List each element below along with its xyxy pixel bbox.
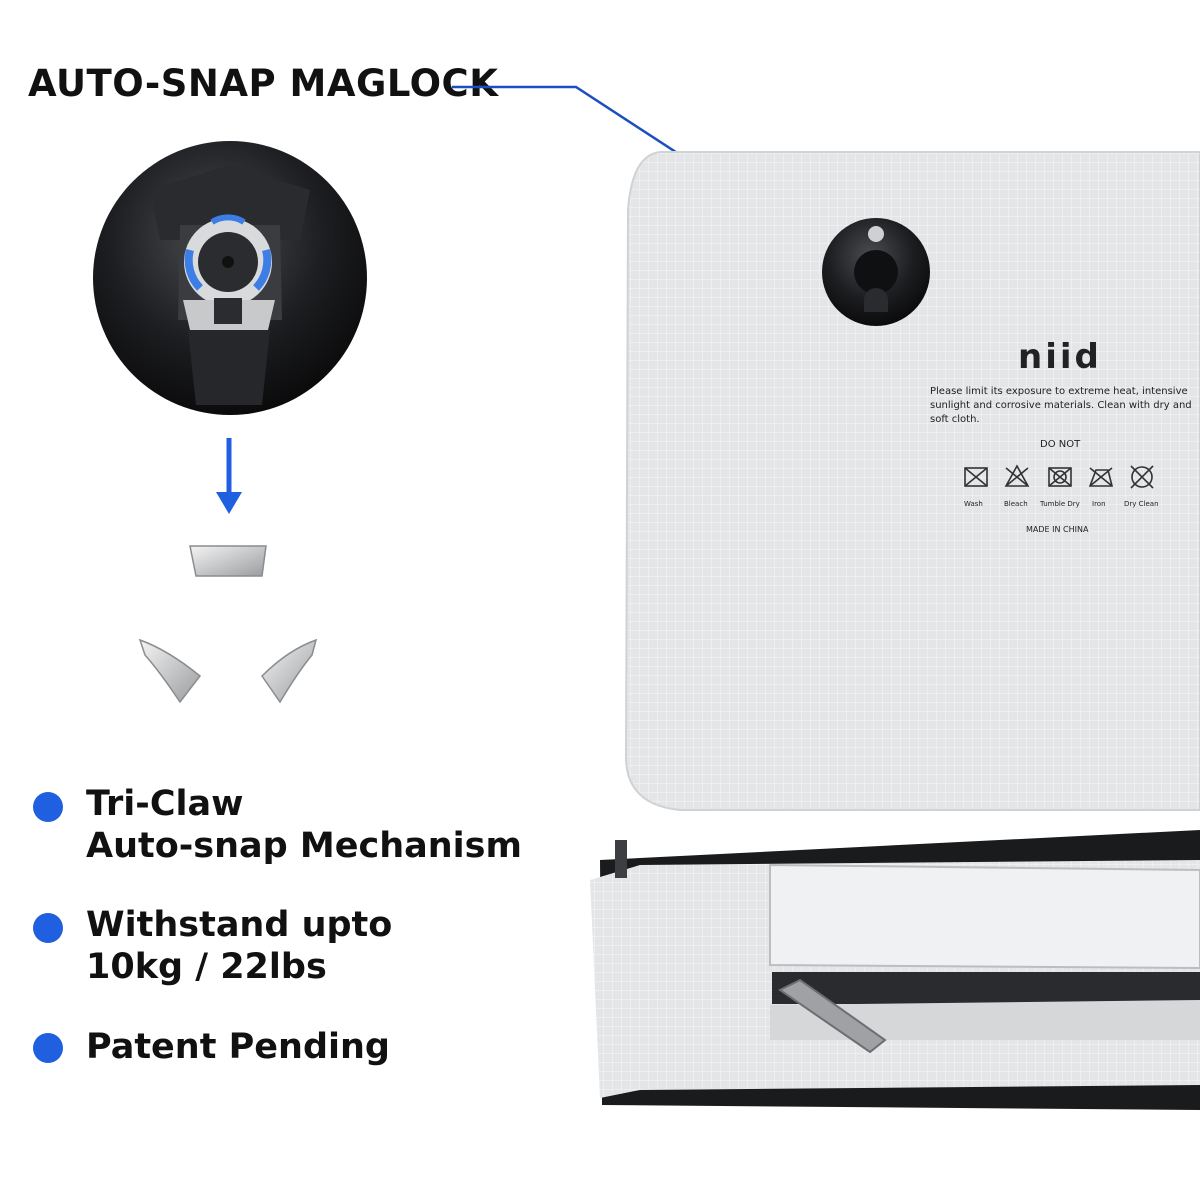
care-icon-label: Iron bbox=[1092, 500, 1106, 508]
care-icon-label: Bleach bbox=[1004, 500, 1028, 508]
care-icon-label: Dry Clean bbox=[1124, 500, 1159, 508]
feature-line: Patent Pending bbox=[86, 1027, 390, 1067]
section-heading: AUTO-SNAP MAGLOCK bbox=[28, 62, 499, 105]
lock-closeup bbox=[93, 141, 367, 415]
arrow-down-icon bbox=[216, 438, 242, 514]
feature-item: Withstand upto 10kg / 22lbs bbox=[86, 904, 392, 988]
tri-claw-parts bbox=[138, 545, 318, 704]
feature-item: Patent Pending bbox=[86, 1026, 390, 1068]
feature-line: Withstand upto bbox=[86, 905, 393, 945]
bullet-dot bbox=[33, 792, 63, 822]
care-icon-label: Wash bbox=[964, 500, 983, 508]
bag-image bbox=[590, 151, 1200, 1110]
feature-line: 10kg / 22lbs bbox=[86, 947, 327, 987]
feature-line: Auto-snap Mechanism bbox=[86, 826, 522, 866]
bullet-dot bbox=[33, 1033, 63, 1063]
feature-item: Tri-Claw Auto-snap Mechanism bbox=[86, 783, 522, 867]
do-not-label: DO NOT bbox=[1040, 439, 1081, 450]
brand-logo: niid bbox=[1018, 337, 1102, 377]
made-in-label: MADE IN CHINA bbox=[1026, 525, 1089, 534]
care-text-line-2: sunlight and corrosive materials. Clean … bbox=[930, 400, 1192, 411]
bullet-dot bbox=[33, 913, 63, 943]
feature-line: Tri-Claw bbox=[86, 784, 244, 824]
care-text-line-3: soft cloth. bbox=[930, 414, 980, 425]
care-icon-label: Tumble Dry bbox=[1039, 500, 1080, 508]
care-text-line-1: Please limit its exposure to extreme hea… bbox=[930, 386, 1188, 397]
